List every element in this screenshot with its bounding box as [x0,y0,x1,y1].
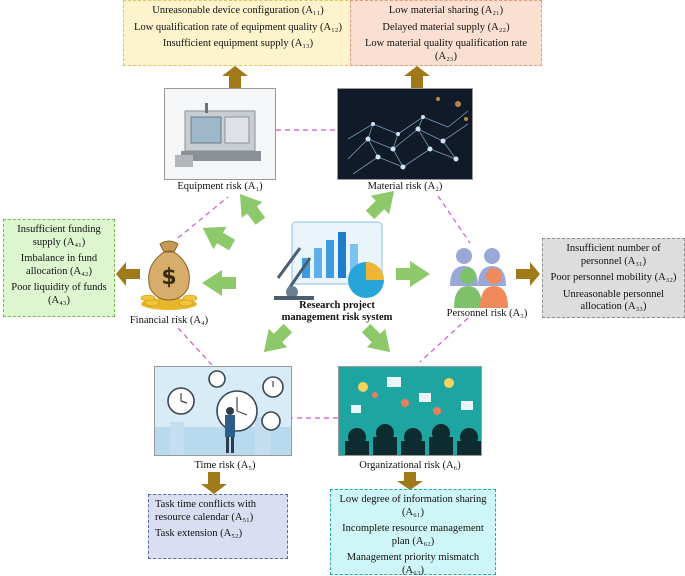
arrow-to-financial-upper-icon [196,216,239,257]
link-personnel-organizational [419,317,469,363]
equipment-image [164,88,276,180]
material-risk-label: Material risk (A₂) [367,181,443,192]
subrisk-a13: Insufficient equipment supply (A₁₃) [162,38,314,49]
center-label: Research project management risk system [262,300,412,324]
money-bag-icon: $ [140,240,198,310]
subrisk-a23: Low material quality qualification rate … [364,38,528,62]
subrisk-a41: Insufficient funding supply (A₄₁) [17,224,101,248]
organizational-subrisks-box: Low degree of information sharing (A₆₁) … [330,489,496,576]
people-group-icon [450,248,508,308]
subrisk-a33: Unreasonable personnel allocation (A₃₃) [562,288,665,313]
subrisk-a61: Low degree of information sharing (A₆₁) [339,494,487,518]
material-subrisks-box: Low material sharing (A₂₁) Delayed mater… [350,0,542,66]
subrisk-a52: Task extension (A₅₂) [155,528,243,539]
arrow-to-organizational-icon [356,318,400,362]
center-label-line1: Research project [299,300,375,311]
subrisk-a62: Incomplete resource management plan (A₆₂… [342,523,484,547]
personnel-subrisks-box: Insufficient number of personnel (A₃₁) P… [542,238,685,318]
link-financial-equipment [177,196,229,239]
subrisk-a21: Low material sharing (A₂₁) [388,5,504,16]
time-risk-label: Time risk (A₅) [194,460,256,471]
down-arrow-organizational-icon [397,472,423,490]
subrisk-a31: Insufficient number of personnel (A₃₁) [566,243,661,267]
link-material-personnel [437,195,471,244]
down-arrow-time-icon [201,472,227,494]
right-arrow-personnel-icon [516,262,540,286]
arrow-to-equipment-icon [229,186,271,230]
organizational-image [338,366,482,456]
material-image [337,88,473,180]
financial-subrisks-box: Insufficient funding supply (A₄₁) Imbala… [3,219,115,317]
arrow-to-personnel-icon [396,261,430,287]
personnel-risk-label: Personnel risk (A₃) [446,308,528,319]
up-arrow-material-icon [404,66,430,88]
arrow-to-financial-lower-icon [202,270,236,296]
arrow-to-time-icon [254,318,298,362]
subrisk-a42: Imbalance in fund allocation (A₄₂) [20,253,98,277]
time-subrisks-box: Task time conflicts with resource calend… [148,494,288,559]
subrisk-a51: Task time conflicts with resource calend… [155,499,257,523]
left-arrow-financial-icon [116,262,140,286]
center-label-line2: management risk system [281,312,393,323]
equipment-risk-label: Equipment risk (A₁) [177,181,263,192]
subrisk-a32: Poor personnel mobility (A₃₂) [550,272,677,283]
subrisk-a43: Poor liquidity of funds (A₄₃) [11,282,107,306]
up-arrow-equipment-icon [222,66,248,88]
subrisk-a12: Low qualification rate of equipment qual… [134,21,342,33]
analytics-dashboard-icon [274,221,384,300]
time-image [154,366,292,456]
organizational-risk-label: Organizational risk (A₆) [359,460,461,471]
subrisk-a63: Management priority mismatch (A₆₃) [346,552,480,576]
subrisk-a11: Unreasonable device configuration (A₁₁) [152,5,324,16]
svg-text:$: $ [161,265,176,290]
financial-risk-label: Financial risk (A₄) [129,315,209,326]
subrisk-a22: Delayed material supply (A₂₂) [382,21,510,33]
equipment-subrisks-box: Unreasonable device configuration (A₁₁) … [123,0,353,66]
